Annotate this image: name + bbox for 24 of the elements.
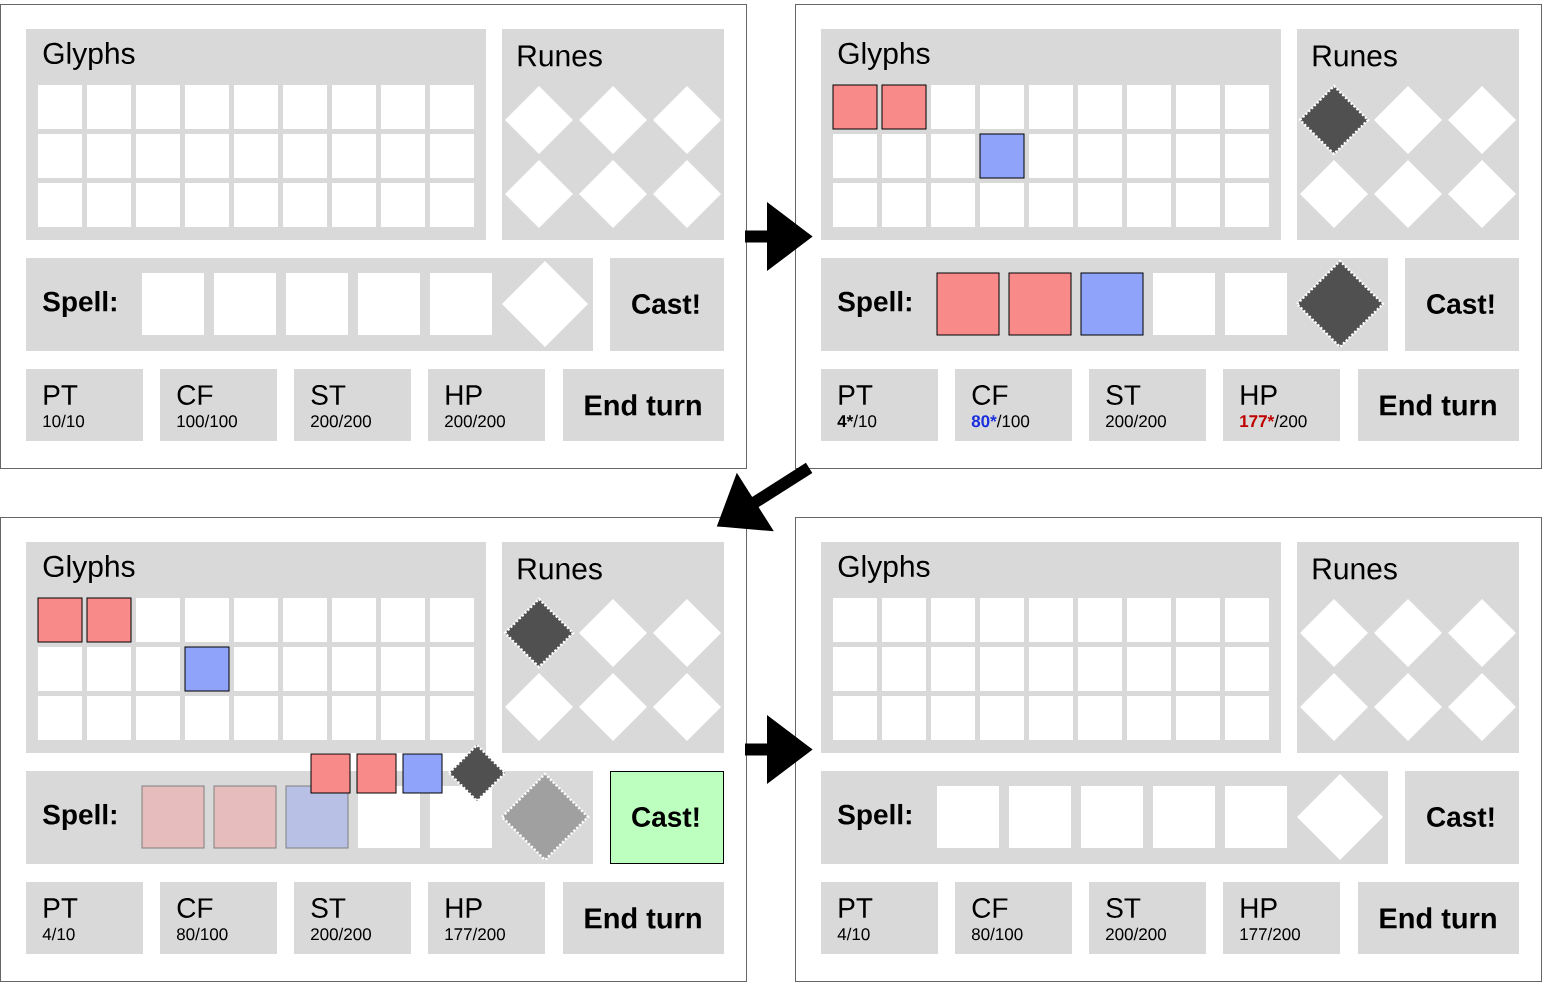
stat-box: CF 80*/100 <box>955 369 1072 441</box>
cast-button: Cast! <box>610 258 724 351</box>
cast-button: Cast! <box>610 771 724 864</box>
stat-box: HP 177*/200 <box>1223 369 1340 441</box>
stat-box: ST 200/200 <box>1089 882 1206 954</box>
stat-box: CF 100/100 <box>160 369 277 441</box>
stat-box: HP 177/200 <box>1223 882 1340 954</box>
end-turn-button: End turn <box>563 882 724 954</box>
stat-box: PT 10/10 <box>26 369 143 441</box>
end-turn-button: End turn <box>563 369 724 441</box>
stat-box: CF 80/100 <box>160 882 277 954</box>
end-turn-button: End turn <box>1358 882 1519 954</box>
stat-box: HP 177/200 <box>428 882 545 954</box>
stat-box: ST 200/200 <box>294 369 411 441</box>
end-turn-button: End turn <box>1358 369 1519 441</box>
stat-box: HP 200/200 <box>428 369 545 441</box>
stat-box: PT 4/10 <box>821 882 938 954</box>
stat-box: CF 80/100 <box>955 882 1072 954</box>
stat-box: PT 4*/10 <box>821 369 938 441</box>
cast-button: Cast! <box>1405 771 1519 864</box>
cast-button: Cast! <box>1405 258 1519 351</box>
stat-box: ST 200/200 <box>294 882 411 954</box>
stat-box: PT 4/10 <box>26 882 143 954</box>
stat-box: ST 200/200 <box>1089 369 1206 441</box>
